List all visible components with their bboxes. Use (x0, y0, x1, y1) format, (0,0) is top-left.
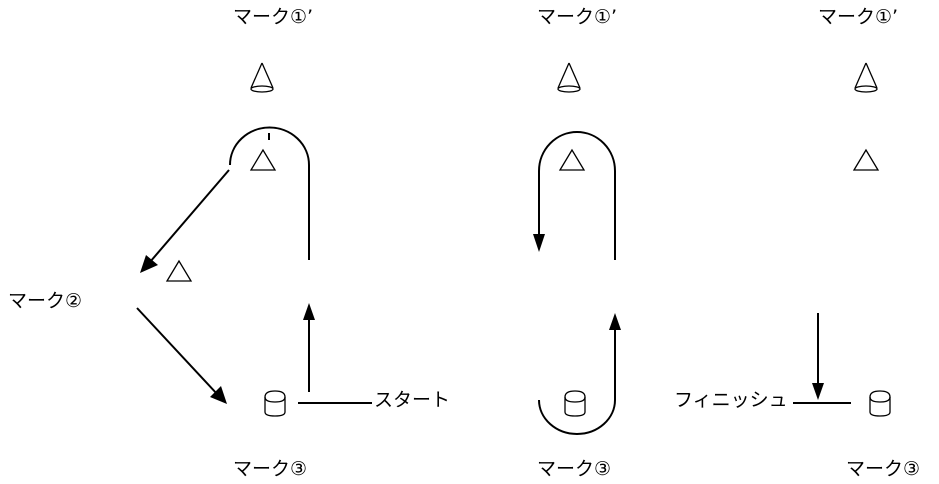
mark3-label-panel3: マーク③ (846, 458, 921, 480)
mark1-prime-label-panel2: マーク①’ (537, 6, 618, 28)
cylinder-icon (264, 390, 286, 417)
mark1-prime-label-panel3: マーク①’ (818, 6, 899, 28)
mark3-label-panel1: マーク③ (233, 458, 308, 480)
arrowhead (303, 303, 315, 320)
arrowhead (812, 383, 824, 400)
mark3-label-panel2: マーク③ (537, 458, 612, 480)
arrowhead (533, 234, 545, 252)
cone-icon (854, 62, 878, 93)
cone-icon (557, 62, 581, 93)
leg-to-mark3 (136, 307, 219, 396)
triangle-marker-icon (249, 148, 277, 171)
start-label: スタート (374, 389, 451, 411)
mark2-label: マーク② (8, 290, 83, 312)
triangle-marker-icon (165, 259, 193, 282)
arrowhead (609, 313, 621, 330)
mark1-prime-label-panel1: マーク①’ (233, 6, 314, 28)
turn-path (229, 126, 310, 260)
cylinder-icon (564, 390, 586, 417)
finish-label: フィニッシュ (674, 389, 788, 411)
bottom-turn-path (538, 330, 616, 435)
triangle-marker-icon (852, 148, 880, 171)
cone-icon (250, 62, 274, 93)
triangle-marker-icon (558, 148, 586, 171)
loop-path (538, 131, 616, 260)
cylinder-icon (869, 390, 891, 417)
leg-to-mark2 (149, 169, 230, 263)
arrowhead (210, 386, 227, 404)
arrowhead (140, 255, 158, 273)
